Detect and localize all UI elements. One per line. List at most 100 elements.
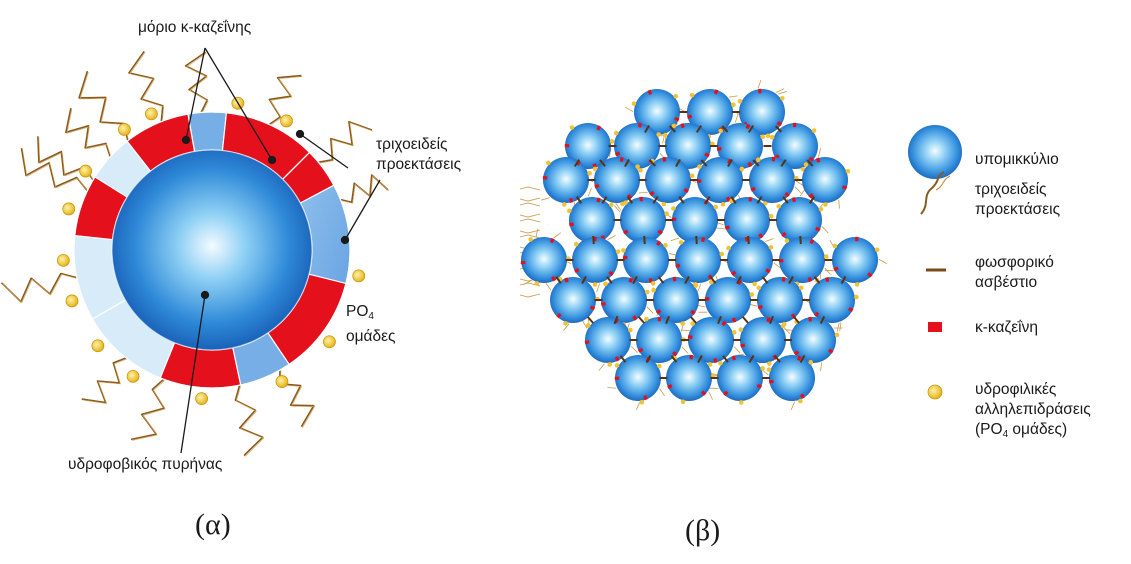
po4-dot <box>587 171 592 176</box>
submicelle-hair <box>647 307 653 313</box>
po4-dot <box>656 132 661 137</box>
label-hair-projections: τριχοειδείς προεκτάσεις <box>376 135 461 175</box>
po4-dot <box>798 399 803 404</box>
po4-dot <box>767 367 772 372</box>
po4-dot <box>615 363 620 368</box>
po4-bead <box>281 115 293 127</box>
submicelle-hair <box>616 203 621 210</box>
hair-projection-shade <box>236 384 263 456</box>
po4-bead <box>57 254 69 266</box>
po4-bead <box>323 336 335 348</box>
submicelle-hair <box>840 322 841 331</box>
po4-dot <box>750 292 755 297</box>
submicelle-hair <box>778 91 786 94</box>
po4-dot <box>718 129 723 134</box>
fringe-hair <box>520 294 540 297</box>
po4-dot <box>690 93 695 98</box>
po4-dot <box>738 99 743 104</box>
submicelle-hair <box>825 270 834 271</box>
po4-dot <box>812 128 817 133</box>
po4-dot <box>586 323 591 328</box>
po4-dot <box>640 400 645 405</box>
submicelle-hair <box>776 89 784 93</box>
label-hydrophobic-core: υδροφοβικός πυρήνας <box>68 455 222 475</box>
calcium-phosphate-bridge <box>743 317 748 323</box>
kappa-casein-mark <box>688 335 693 339</box>
submicelle-hair <box>791 402 795 410</box>
po4-dot <box>680 321 685 326</box>
submicelle-hair <box>825 268 831 275</box>
submicelle <box>757 277 803 323</box>
po4-bead <box>127 370 139 382</box>
po4-dot <box>769 245 774 250</box>
po4-dot <box>721 202 726 207</box>
hair-projection-shade <box>339 176 389 203</box>
kappa-casein-mark <box>565 144 569 147</box>
po4-dot <box>808 360 813 365</box>
po4-dot <box>651 288 656 293</box>
fringe-hair <box>520 203 540 206</box>
kappa-casein-mark <box>543 176 548 180</box>
hair-projection-shade <box>67 109 112 160</box>
calcium-phosphate-bridge <box>644 236 645 244</box>
po4-dot <box>766 133 771 138</box>
submicelle-hair <box>795 187 801 193</box>
po4-dot <box>673 94 678 99</box>
po4-dot <box>760 135 765 140</box>
po4-dot <box>621 248 626 253</box>
submicelle <box>521 237 567 283</box>
po4-dot <box>785 238 790 243</box>
caption-alpha: (α) <box>195 508 231 542</box>
kappa-casein-mark <box>638 123 642 128</box>
legend-kappa-casein-label: κ-καζεΐνη <box>975 318 1038 338</box>
po4-dot <box>632 101 637 106</box>
submicelle-hair <box>729 96 738 97</box>
submicelle-hair <box>839 200 840 209</box>
hair-projection <box>338 175 388 202</box>
po4-dot <box>679 240 684 245</box>
po4-dot <box>726 246 731 251</box>
po4-dot <box>574 242 579 247</box>
submicelle <box>727 237 773 283</box>
po4-dot <box>846 169 851 174</box>
po4-dot <box>593 167 598 172</box>
kappa-casein-mark <box>717 147 722 151</box>
legend-symbols <box>908 125 962 399</box>
submicelle <box>569 197 615 243</box>
po4-dot <box>562 202 567 207</box>
calcium-phosphate-bridge <box>696 236 697 244</box>
po4-dot <box>603 282 608 287</box>
submicelle-hair <box>671 238 679 241</box>
submicelle-hair <box>682 347 688 353</box>
po4-dot <box>855 282 860 287</box>
legend-submicelle-label: υπομικκύλιο <box>975 150 1059 170</box>
kappa-casein-mark <box>855 237 859 242</box>
submicelle-hair <box>588 188 591 196</box>
hair-projection <box>82 357 129 402</box>
legend-hydrophilic-icon <box>928 385 942 399</box>
legend-submicelle-icon <box>908 125 962 179</box>
po4-bead <box>276 376 288 388</box>
calcium-phosphate-bridge <box>800 236 801 244</box>
submicelle-hair <box>710 388 719 389</box>
po4-bead <box>196 393 208 405</box>
kappa-casein-mark <box>689 355 693 360</box>
po4-dot <box>690 173 695 178</box>
label-po4-groups: PO4ομάδες <box>346 302 396 347</box>
submicelle-cluster <box>521 89 880 405</box>
po4-dot <box>609 203 614 208</box>
hair-projection <box>131 378 165 440</box>
label-kappa-casein-molecule: μόριο κ-καζεΐνης <box>138 18 251 38</box>
po4-dot <box>799 285 804 290</box>
submicelle <box>645 157 691 203</box>
fringe-hair <box>520 219 540 222</box>
submicelle-hair <box>631 346 637 352</box>
po4-dot <box>535 281 540 286</box>
po4-dot <box>760 366 765 371</box>
submicelle-hair <box>681 330 690 331</box>
po4-dot <box>780 96 785 101</box>
submicelle <box>779 237 825 283</box>
kappa-casein-mark <box>772 157 775 162</box>
po4-dot <box>740 167 745 172</box>
